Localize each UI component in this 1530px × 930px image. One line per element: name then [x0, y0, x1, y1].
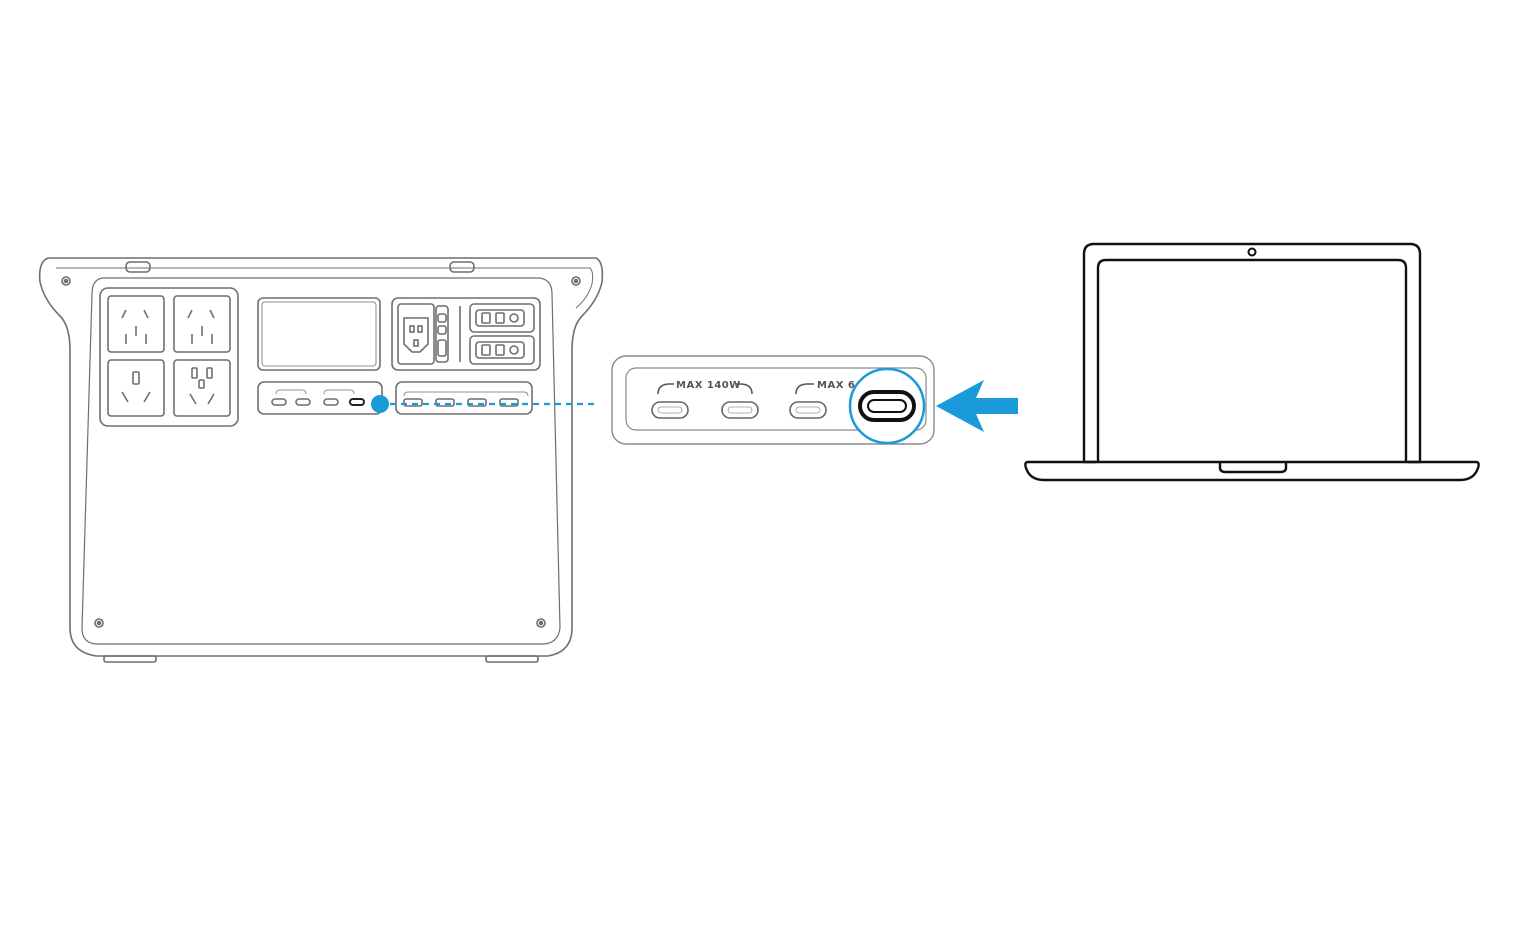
ac-outlet-2	[173, 295, 231, 353]
dc-input-port-1	[469, 303, 535, 333]
ac-outlet-panel	[99, 287, 239, 427]
connection-arrow-icon	[936, 380, 1018, 432]
callout-group-label-2: MAX 6	[817, 380, 855, 391]
callout-usb-c-port-2	[721, 401, 759, 419]
callout-usb-c-port-1	[651, 401, 689, 419]
usb-a-port-panel	[395, 381, 533, 415]
ac-outlet-1	[107, 295, 165, 353]
switch-column	[435, 305, 449, 363]
usb-c-port-small-3	[323, 398, 339, 406]
power-station-body	[38, 257, 604, 657]
foot-left	[103, 655, 157, 663]
laptop-trackpad-notch	[1218, 462, 1288, 474]
power-station-inner-edge	[56, 267, 594, 309]
callout-usb-c-port-3	[789, 401, 827, 419]
power-station-inner-panel	[81, 277, 561, 645]
usb-c-port-panel	[257, 381, 383, 415]
dc-input-port-2	[469, 335, 535, 365]
screw-top-right	[571, 276, 581, 286]
top-handle-right	[449, 261, 475, 273]
screw-bottom-left	[94, 618, 104, 628]
screw-top-left	[61, 276, 71, 286]
display-screen	[257, 297, 381, 371]
laptop-camera-icon	[1247, 247, 1257, 257]
laptop-lid	[1082, 242, 1422, 464]
port-zoom-callout: MAX 140W MAX 6	[611, 355, 935, 445]
top-handle-left	[125, 261, 151, 273]
usb-c-port-small-1	[271, 398, 287, 406]
screw-bottom-right	[536, 618, 546, 628]
usb-c-port-small-4	[349, 398, 365, 406]
usb-c-port-small-2	[295, 398, 311, 406]
laptop	[1024, 242, 1480, 482]
callout-frame-inner	[625, 367, 927, 431]
ac-input-port	[397, 303, 435, 365]
laptop-screen	[1096, 258, 1408, 462]
laptop-base	[1024, 460, 1480, 482]
selected-port-marker	[371, 395, 389, 413]
input-port-panel	[391, 297, 541, 371]
highlighted-usb-c-port	[858, 390, 916, 422]
ac-outlet-4	[173, 359, 231, 417]
callout-group-label-1: MAX 140W	[676, 380, 741, 391]
foot-right	[485, 655, 539, 663]
ac-outlet-3	[107, 359, 165, 417]
power-station	[38, 257, 604, 663]
